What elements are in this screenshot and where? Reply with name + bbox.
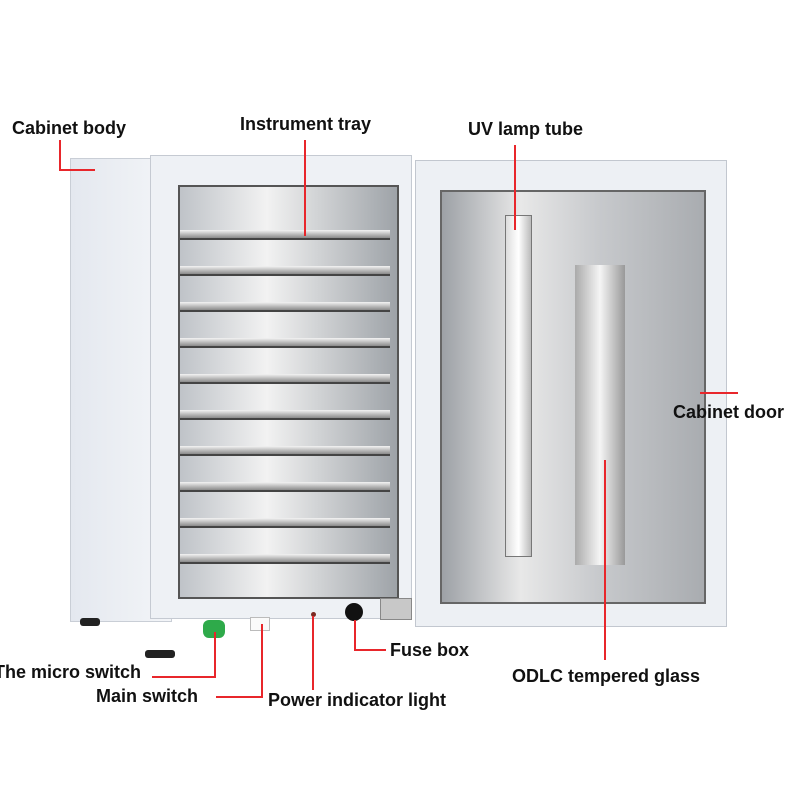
label-odlc-glass: ODLC tempered glass [512, 666, 701, 686]
instrument-tray [180, 482, 390, 492]
label-main-switch: Main switch [96, 686, 199, 706]
instrument-tray [180, 374, 390, 384]
instrument-tray [180, 266, 390, 276]
label-instrument-tray: Instrument tray [240, 114, 372, 134]
foot-left [80, 618, 100, 626]
label-micro-switch: The micro switch [0, 662, 142, 682]
instrument-tray [180, 302, 390, 312]
door-hinge [380, 598, 412, 620]
instrument-tray [180, 410, 390, 420]
reflector-panel [575, 265, 625, 565]
label-power-indicator-light: Power indicator light [268, 690, 447, 710]
foot-right [145, 650, 175, 658]
fuse-box [345, 603, 363, 621]
instrument-tray [180, 518, 390, 528]
power-indicator-light [311, 612, 316, 617]
cabinet-interior [178, 185, 399, 599]
label-cabinet-body: Cabinet body [12, 118, 127, 138]
instrument-tray [180, 338, 390, 348]
instrument-tray [180, 230, 390, 240]
instrument-tray [180, 554, 390, 564]
door-glass [440, 190, 706, 604]
main-switch[interactable] [250, 617, 270, 631]
uv-lamp-tube [505, 215, 532, 557]
label-cabinet-door: Cabinet door [673, 402, 784, 422]
label-fuse-box: Fuse box [390, 640, 470, 660]
label-uv-lamp-tube: UV lamp tube [468, 119, 584, 139]
instrument-tray [180, 446, 390, 456]
micro-switch[interactable] [203, 620, 225, 638]
